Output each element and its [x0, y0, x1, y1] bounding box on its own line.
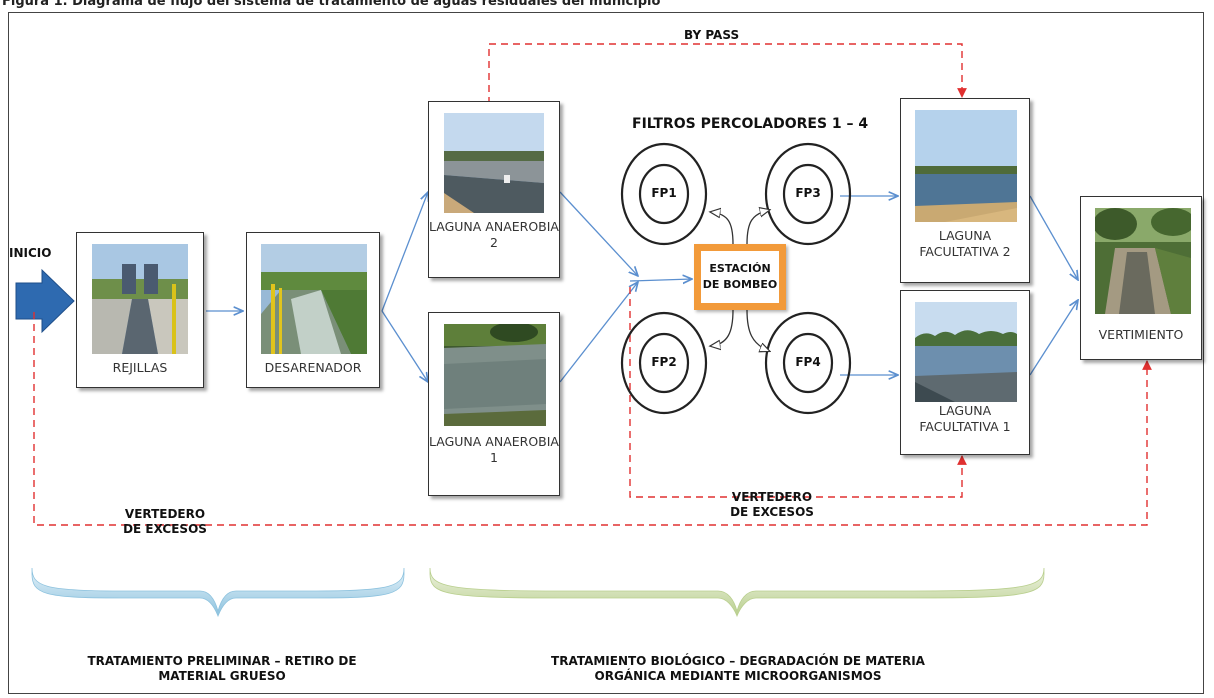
- header-caption: Figura 1. Diagrama de flujo del sistema …: [2, 0, 661, 9]
- phase-preliminary: TRATAMIENTO PRELIMINAR – RETIRO DE MATER…: [87, 654, 357, 683]
- pump-station[interactable]: ESTACIÓN DE BOMBEO: [694, 244, 786, 310]
- brace-preliminary: [31, 567, 405, 618]
- diagram-frame: [8, 12, 1204, 694]
- brace-biological: [429, 567, 1045, 618]
- flow-lines: [206, 192, 1078, 382]
- unit-vertimiento[interactable]: VERTIMIENTO: [1080, 196, 1202, 360]
- unit-desarenador[interactable]: DESARENADOR: [246, 232, 380, 388]
- start-label: INICIO: [9, 246, 52, 260]
- pump-arrows: [711, 210, 769, 351]
- filter-fp2[interactable]: FP2: [651, 355, 677, 369]
- desarenador-label: DESARENADOR: [264, 360, 362, 375]
- unit-laguna-anaerobia-2[interactable]: LAGUNA ANAEROBIA 2: [428, 101, 560, 278]
- desarenador-photo: [261, 244, 367, 354]
- phase-biological: TRATAMIENTO BIOLÓGICO – DEGRADACIÓN DE M…: [551, 654, 925, 683]
- filters-title: FILTROS PERCOLADORES 1 – 4: [632, 116, 869, 132]
- anaerobia1-photo: [444, 324, 546, 426]
- anaerobia1-label: LAGUNA ANAEROBIA 1: [429, 434, 559, 465]
- start-arrow: [15, 268, 75, 334]
- overflow-label-biological: VERTEDERO DE EXCESOS: [730, 490, 814, 519]
- anaerobia2-photo: [444, 113, 544, 213]
- unit-rejillas[interactable]: REJILLAS: [76, 232, 204, 388]
- facultativa1-label: LAGUNA FACULTATIVA 1: [919, 403, 1011, 434]
- bypass-lines: [33, 43, 1152, 526]
- facultativa1-photo: [915, 302, 1017, 402]
- facultativa2-photo: [915, 110, 1017, 222]
- vertimiento-label: VERTIMIENTO: [1098, 327, 1184, 342]
- filter-fp4[interactable]: FP4: [795, 355, 821, 369]
- unit-laguna-facultativa-1[interactable]: LAGUNA FACULTATIVA 1: [900, 290, 1030, 455]
- header-caption-strip: Figura 1. Diagrama de flujo del sistema …: [0, 0, 1214, 12]
- filter-fp1[interactable]: FP1: [651, 186, 677, 200]
- filter-fp3[interactable]: FP3: [795, 186, 821, 200]
- rejillas-photo: [92, 244, 188, 354]
- vertimiento-photo: [1095, 208, 1191, 314]
- unit-laguna-anaerobia-1[interactable]: LAGUNA ANAEROBIA 1: [428, 312, 560, 496]
- anaerobia2-label: LAGUNA ANAEROBIA 2: [429, 219, 559, 250]
- overflow-label-preliminary: VERTEDERO DE EXCESOS: [123, 507, 207, 536]
- facultativa2-label: LAGUNA FACULTATIVA 2: [919, 228, 1011, 259]
- rejillas-label: REJILLAS: [112, 360, 168, 375]
- filter-rings: [620, 142, 852, 415]
- unit-laguna-facultativa-2[interactable]: LAGUNA FACULTATIVA 2: [900, 98, 1030, 283]
- bypass-label: BY PASS: [684, 28, 740, 42]
- pump-station-label: ESTACIÓN DE BOMBEO: [701, 251, 779, 303]
